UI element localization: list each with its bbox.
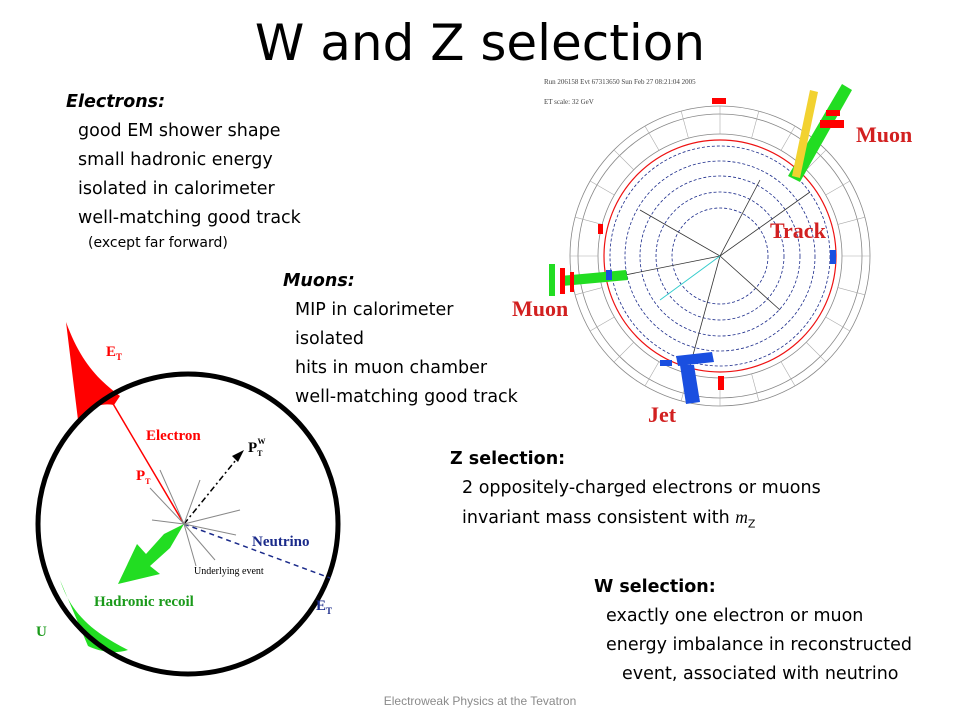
- u-label: U: [36, 624, 47, 640]
- muons-heading: Muons:: [283, 271, 355, 291]
- radial-segment: [589, 180, 615, 196]
- electron-criterion: small hadronic energy: [78, 150, 273, 170]
- radial-segment: [644, 125, 660, 151]
- muon-left-bar-green: [549, 264, 555, 296]
- muon-criterion: isolated: [295, 329, 365, 349]
- tracker-rings: [609, 145, 831, 367]
- electron-criterion: isolated in calorimeter: [78, 179, 275, 199]
- radial-segment: [780, 125, 796, 151]
- z-mass-text: invariant mass consistent with: [462, 508, 736, 528]
- track-highlight: [659, 255, 721, 301]
- neutrino-line: [183, 523, 331, 579]
- event-header-scale: ET scale: 32 GeV: [544, 98, 594, 106]
- em-deposit: [712, 98, 726, 104]
- electron-note: (except far forward): [88, 235, 228, 251]
- neutrino-label: Neutrino: [252, 534, 310, 550]
- electron-criterion: well-matching good track: [78, 208, 301, 228]
- z-criterion: 2 oppositely-charged electrons or muons: [462, 478, 821, 498]
- em-deposit: [826, 110, 840, 116]
- hadronic-recoil-arrow: [118, 524, 184, 584]
- radial-segment: [575, 287, 603, 296]
- z-criterion-mass: invariant mass consistent with mZ: [462, 503, 821, 539]
- electrons-heading: Electrons:: [66, 92, 166, 112]
- track-label: Track: [770, 218, 827, 243]
- recoil-u-spike: [60, 580, 128, 653]
- calorimeter-deposit: [598, 224, 603, 234]
- radial-segment: [575, 216, 603, 225]
- radial-segment: [644, 361, 660, 387]
- radial-segment: [751, 111, 760, 139]
- radial-segment: [806, 149, 827, 170]
- jet-deposit: [660, 360, 672, 366]
- muon-criterion: hits in muon chamber: [295, 358, 488, 378]
- detector-circle: [35, 371, 341, 677]
- underlying-event-lines: [149, 469, 241, 567]
- footer: Electroweak Physics at the Tevatron: [383, 694, 577, 708]
- pt-w-arrow: [183, 454, 241, 525]
- radial-segment: [825, 180, 851, 196]
- muon-left-bar-red2: [570, 272, 574, 292]
- pt-electron-label: PT: [136, 468, 151, 486]
- event-header-run: Run 206158 Evt 67313650 Sun Feb 27 08:21…: [544, 78, 696, 86]
- electrons-block: Electrons: good EM shower shape small ha…: [66, 88, 301, 253]
- hadronic-recoil-label: Hadronic recoil: [94, 594, 194, 610]
- radial-segments: [570, 106, 870, 406]
- z-selection-heading: Z selection:: [450, 449, 566, 469]
- underlying-event-label: Underlying event: [194, 566, 264, 577]
- electron-criterion: good EM shower shape: [78, 121, 281, 141]
- muon-criterion: well-matching good track: [295, 387, 518, 407]
- et-top-label: ET: [106, 344, 122, 362]
- radial-segment: [837, 216, 865, 225]
- jet-tower: [680, 365, 700, 404]
- em-deposit: [820, 120, 844, 128]
- slide-title: W and Z selection: [254, 14, 706, 72]
- muon-top-tower-yellow: [792, 90, 818, 178]
- muon-left-bar-red: [560, 268, 565, 294]
- radial-segment: [589, 316, 615, 332]
- w-criterion: exactly one electron or muon: [606, 606, 864, 626]
- muon-criterion: MIP in calorimeter: [295, 300, 454, 320]
- muon-left-label: Muon: [512, 296, 568, 321]
- radial-segment: [837, 287, 865, 296]
- z-mass-var: m: [735, 507, 748, 527]
- w-criterion: event, associated with neutrino: [622, 664, 899, 684]
- tracks: [599, 179, 811, 367]
- radial-segment: [780, 361, 796, 387]
- muon-top-label: Muon: [856, 122, 912, 147]
- jet-tower: [676, 352, 714, 366]
- electron-label: Electron: [146, 428, 201, 444]
- radial-segment: [613, 149, 634, 170]
- electron-line: [111, 401, 185, 525]
- calorimeter-deposit: [718, 376, 724, 390]
- pt-w-arrowhead: [232, 450, 244, 462]
- pt-w-label: PTW: [248, 437, 266, 458]
- calorimeter-deposit: [830, 250, 836, 264]
- radial-segment: [806, 342, 827, 363]
- jet-label: Jet: [648, 402, 677, 427]
- radial-segment: [613, 342, 634, 363]
- radial-segment: [825, 316, 851, 332]
- muons-block: Muons: MIP in calorimeter isolated hits …: [283, 267, 518, 412]
- w-selection-block: W selection: exactly one electron or muo…: [594, 573, 912, 689]
- et-bottom-label: ET: [316, 598, 332, 616]
- z-selection-block: Z selection: 2 oppositely-charged electr…: [450, 445, 821, 539]
- w-criterion: energy imbalance in reconstructed: [606, 635, 913, 655]
- z-mass-sub: Z: [747, 517, 756, 531]
- radial-segment: [751, 373, 760, 401]
- radial-segment: [680, 111, 689, 139]
- w-selection-heading: W selection:: [594, 577, 716, 597]
- calorimeter-deposit: [606, 270, 612, 280]
